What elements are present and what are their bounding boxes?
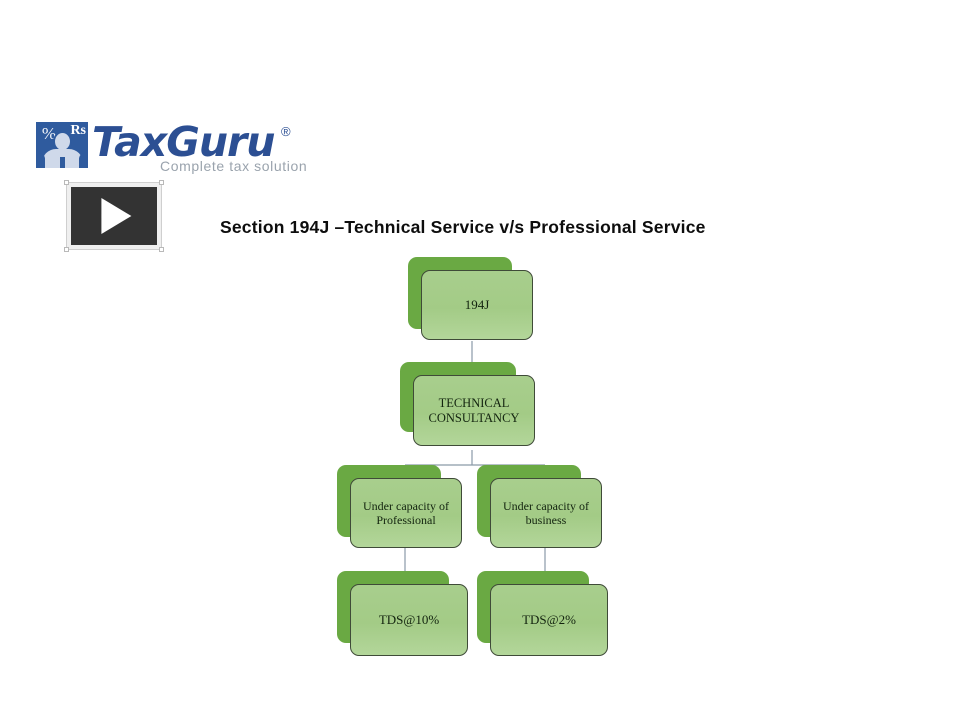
resize-handle-top-right[interactable] — [159, 180, 164, 185]
node-label: Under capacity of Professional — [363, 499, 449, 527]
node-label: Under capacity of business — [503, 499, 589, 527]
logo-corner-left — [36, 153, 45, 168]
logo-registered-mark: ® — [281, 124, 291, 139]
taxguru-logo-icon: % Rs — [36, 122, 88, 168]
node-face: TECHNICAL CONSULTANCY — [413, 375, 535, 446]
node-face: Under capacity of business — [490, 478, 602, 548]
rupee-symbol: Rs — [70, 123, 86, 138]
resize-handle-bottom-left[interactable] — [64, 247, 69, 252]
logo-corner-right — [79, 153, 88, 168]
node-face: TDS@10% — [350, 584, 468, 656]
node-face: 194J — [421, 270, 533, 340]
logo-tagline: Complete tax solution — [160, 158, 308, 174]
play-icon — [101, 198, 132, 234]
node-face: Under capacity of Professional — [350, 478, 462, 548]
taxguru-logo: % Rs TaxGuru ® Complete tax solution — [36, 120, 307, 178]
node-label: 194J — [464, 297, 490, 312]
resize-handle-bottom-right[interactable] — [159, 247, 164, 252]
node-label: TDS@2% — [522, 612, 576, 627]
node-label: TDS@10% — [378, 612, 440, 627]
percent-symbol: % — [41, 124, 57, 143]
resize-handle-top-left[interactable] — [64, 180, 69, 185]
node-label: TECHNICAL CONSULTANCY — [428, 395, 520, 425]
logo-brand-text: TaxGuru — [92, 118, 275, 166]
page-title: Section 194J –Technical Service v/s Prof… — [220, 217, 706, 237]
person-split-shape — [60, 157, 65, 168]
video-thumbnail — [71, 187, 157, 245]
node-face: TDS@2% — [490, 584, 608, 656]
video-play-button[interactable] — [64, 180, 164, 252]
